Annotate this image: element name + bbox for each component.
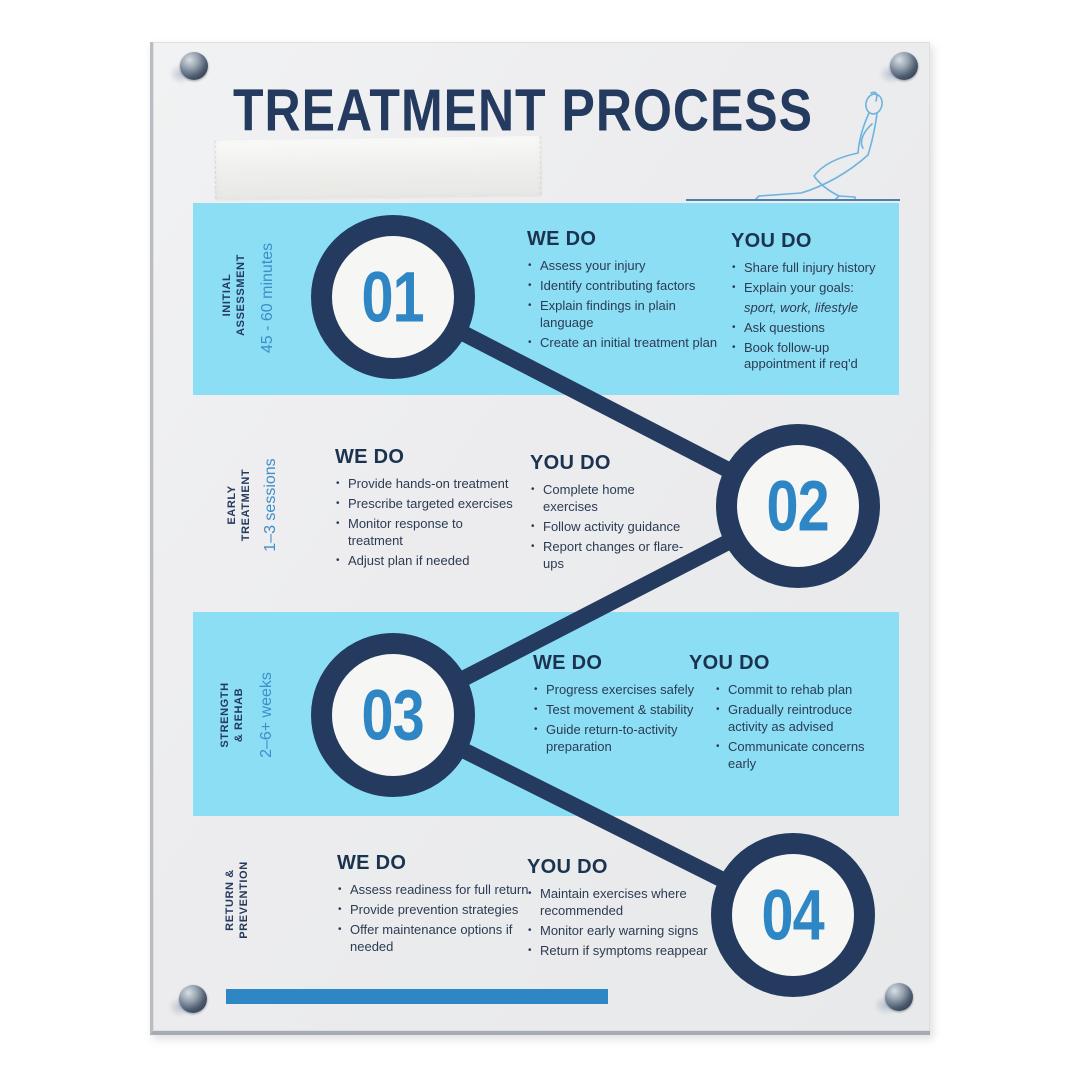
ground-line: [686, 199, 900, 201]
you-do-heading: YOU DO: [527, 856, 608, 878]
list-item: Communicate concerns early: [715, 739, 871, 773]
section-3-we-do-column: WE DO Progress exercises safely Test mov…: [533, 652, 721, 759]
list-item: Create an initial treatment plan: [527, 335, 727, 352]
you-do-heading: YOU DO: [731, 230, 812, 252]
list-item: Explain findings in plain language: [527, 298, 727, 332]
you-do-list: Complete home exercises Follow activity …: [530, 482, 686, 572]
section-2-name-label: EARLY TREATMENT: [226, 468, 253, 542]
we-do-list: Provide hands-on treatment Prescribe tar…: [335, 476, 513, 569]
list-item: Monitor response to treatment: [335, 516, 513, 550]
list-item: Ask questions: [731, 320, 893, 337]
bottom-accent-bar: [226, 989, 608, 1004]
list-item: Follow activity guidance: [530, 519, 686, 536]
list-item: Explain your goals:: [731, 280, 893, 297]
list-item: Gradually reintroduce activity as advise…: [715, 702, 871, 736]
step-2-circle: 02: [716, 424, 880, 588]
we-do-list: Progress exercises safely Test movement …: [533, 682, 721, 756]
we-do-heading: WE DO: [335, 446, 405, 468]
we-do-list: Assess readiness for full return Provide…: [337, 882, 529, 956]
section-3-duration-label: 2–6+ weeks: [258, 672, 275, 758]
section-1-duration-label: 45 - 60 minutes: [259, 242, 276, 354]
list-item: Commit to rehab plan: [715, 682, 871, 699]
section-4-we-do-column: WE DO Assess readiness for full return P…: [337, 852, 529, 959]
section-1-we-do-column: WE DO Assess your injury Identify contri…: [527, 228, 727, 354]
list-item: Adjust plan if needed: [335, 553, 513, 570]
push-pin-icon: [890, 52, 918, 80]
list-item: Offer maintenance options if needed: [337, 922, 529, 956]
section-1-you-do-column: YOU DO Share full injury history Explain…: [731, 230, 893, 376]
list-item: Provide hands-on treatment: [335, 476, 513, 493]
we-do-list: Assess your injury Identify contributing…: [527, 258, 727, 351]
you-do-heading: YOU DO: [530, 452, 611, 474]
list-item: Progress exercises safely: [533, 682, 721, 699]
list-item: Share full injury history: [731, 260, 893, 277]
list-item: Guide return-to-activity preparation: [533, 722, 721, 756]
section-4-you-do-column: YOU DO Maintain exercises where recommen…: [527, 856, 731, 963]
page-title: TREATMENT PROCESS: [233, 77, 813, 144]
section-3-you-do-column: YOU DO Commit to rehab plan Gradually re…: [689, 652, 871, 775]
push-pin-icon: [180, 52, 208, 80]
step-4-circle: 04: [711, 833, 875, 997]
list-item: Prescribe targeted exercises: [335, 496, 513, 513]
list-item: Book follow-up appointment if req'd: [731, 340, 893, 374]
list-item: Maintain exercises where recommended: [527, 886, 731, 920]
step-2-number: 02: [766, 465, 830, 547]
list-item: Return if symptoms reappear: [527, 943, 731, 960]
poster-sheet: TREATMENT PROCESS: [150, 42, 930, 1035]
you-do-list: Maintain exercises where recommended Mon…: [527, 886, 731, 960]
you-do-heading: YOU DO: [689, 652, 770, 674]
list-item: Assess your injury: [527, 258, 727, 275]
step-1-circle: 01: [311, 215, 475, 379]
list-item: Identify contributing factors: [527, 278, 727, 295]
step-3-circle: 03: [311, 633, 475, 797]
you-do-list: Share full injury history Explain your g…: [731, 260, 893, 373]
list-item-note: sport, work, lifestyle: [744, 299, 859, 315]
we-do-heading: WE DO: [533, 652, 603, 674]
push-pin-icon: [885, 983, 913, 1011]
list-item: Assess readiness for full return: [337, 882, 529, 899]
list-item: Test movement & stability: [533, 702, 721, 719]
we-do-heading: WE DO: [337, 852, 407, 874]
step-1-number: 01: [361, 256, 425, 338]
list-item: Complete home exercises: [530, 482, 686, 516]
step-4-number: 04: [761, 874, 825, 956]
timeline-connector-lines: [375, 289, 816, 923]
section-4-name-label: RETURN & PREVENTION: [224, 861, 251, 939]
section-2-we-do-column: WE DO Provide hands-on treatment Prescri…: [335, 446, 513, 572]
step-3-number: 03: [361, 674, 425, 756]
you-do-list: Commit to rehab plan Gradually reintrodu…: [715, 682, 871, 772]
washi-tape-decoration: [214, 135, 542, 200]
push-pin-icon: [179, 985, 207, 1013]
list-item: Provide prevention strategies: [337, 902, 529, 919]
we-do-heading: WE DO: [527, 228, 597, 250]
section-2-duration-label: 1–3 sessions: [262, 458, 279, 552]
section-3-name-label: STRENGTH & REHAB: [219, 682, 246, 748]
section-2-you-do-column: YOU DO Complete home exercises Follow ac…: [530, 452, 686, 575]
section-1-name-label: INITIAL ASSESSMENT: [221, 254, 248, 336]
lunge-stretch-illustration: [751, 90, 901, 202]
list-item: Report changes or flare-ups: [530, 539, 686, 573]
list-item: Monitor early warning signs: [527, 923, 731, 940]
